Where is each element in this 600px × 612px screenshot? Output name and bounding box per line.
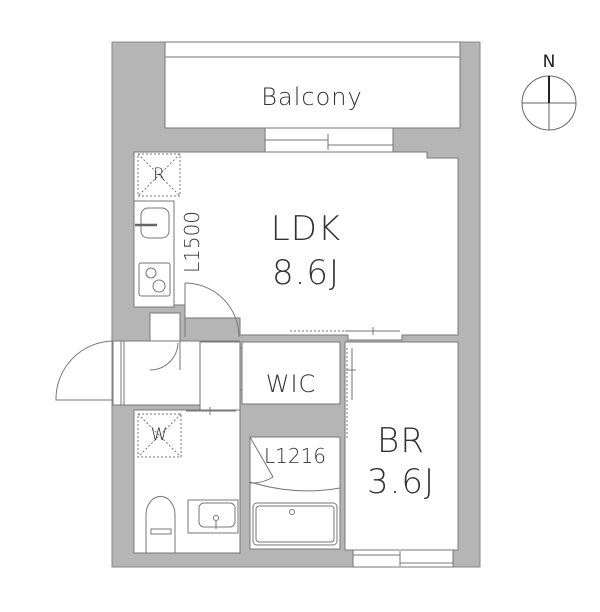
room-label-wic: WIC	[265, 370, 317, 398]
kitchen-counter	[133, 153, 181, 308]
hall-area	[199, 341, 241, 411]
compass-icon	[521, 75, 577, 131]
bath-dimension: L1216	[263, 444, 327, 468]
kitchen-dimension: L1500	[180, 210, 204, 274]
room-label-br: BR	[377, 421, 425, 461]
refrigerator-label: R	[153, 165, 165, 185]
sliding-door-marks	[290, 327, 400, 335]
compass-north-label: N	[542, 52, 556, 72]
bath-area	[249, 436, 341, 550]
br-area	[344, 341, 459, 568]
washer-label: W	[150, 425, 168, 445]
washroom-area	[133, 407, 241, 554]
room-size-ldk: 8.6J	[271, 253, 341, 293]
room-size-br: 3.6J	[366, 462, 436, 502]
room-label-ldk: LDK	[270, 209, 342, 249]
room-label-balcony: Balcony	[261, 83, 363, 111]
